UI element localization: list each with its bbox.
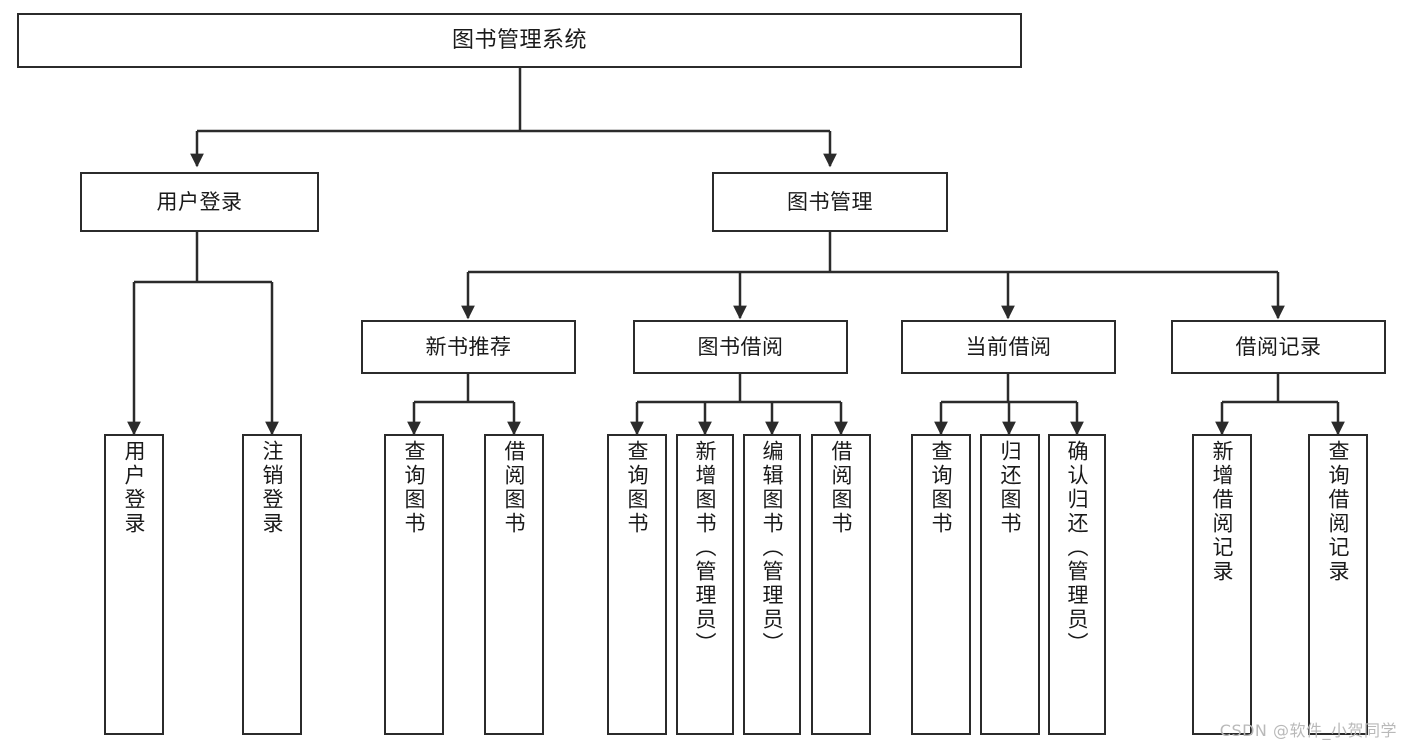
node-leaf-logout-label: 注销登录 <box>260 440 285 536</box>
node-book-manage-label: 图书管理 <box>787 189 873 214</box>
node-leaf-borrow-book-2[interactable]: 借阅图书 <box>811 434 871 735</box>
node-leaf-borrow-book-2-label: 借阅图书 <box>829 440 854 536</box>
node-leaf-user-login-label: 用户登录 <box>122 440 147 536</box>
node-leaf-return-book-label: 归还图书 <box>998 440 1023 536</box>
node-leaf-query-book-1-label: 查询图书 <box>402 440 427 536</box>
node-book-manage[interactable]: 图书管理 <box>712 172 948 232</box>
node-user-login[interactable]: 用户登录 <box>80 172 319 232</box>
node-leaf-query-book-3[interactable]: 查询图书 <box>911 434 971 735</box>
node-leaf-confirm-return-label: 确认归还（管理员） <box>1065 440 1090 656</box>
node-current-borrow[interactable]: 当前借阅 <box>901 320 1116 374</box>
node-leaf-user-login[interactable]: 用户登录 <box>104 434 164 735</box>
node-leaf-query-book-1[interactable]: 查询图书 <box>384 434 444 735</box>
node-leaf-borrow-book-1[interactable]: 借阅图书 <box>484 434 544 735</box>
node-leaf-edit-book-label: 编辑图书（管理员） <box>760 440 785 656</box>
node-leaf-query-book-3-label: 查询图书 <box>929 440 954 536</box>
node-new-book-rec-label: 新书推荐 <box>425 334 512 359</box>
node-leaf-query-record[interactable]: 查询借阅记录 <box>1308 434 1368 735</box>
node-leaf-query-record-label: 查询借阅记录 <box>1326 440 1351 584</box>
node-leaf-add-book-label: 新增图书（管理员） <box>693 440 718 656</box>
node-root[interactable]: 图书管理系统 <box>17 13 1022 68</box>
node-leaf-add-book[interactable]: 新增图书（管理员） <box>676 434 734 735</box>
node-leaf-confirm-return[interactable]: 确认归还（管理员） <box>1048 434 1106 735</box>
node-book-borrow-label: 图书借阅 <box>697 334 784 359</box>
node-leaf-borrow-book-1-label: 借阅图书 <box>502 440 527 536</box>
node-leaf-query-book-2[interactable]: 查询图书 <box>607 434 667 735</box>
node-book-borrow[interactable]: 图书借阅 <box>633 320 848 374</box>
node-root-label: 图书管理系统 <box>451 27 587 53</box>
node-leaf-query-book-2-label: 查询图书 <box>625 440 650 536</box>
node-leaf-return-book[interactable]: 归还图书 <box>980 434 1040 735</box>
node-leaf-edit-book[interactable]: 编辑图书（管理员） <box>743 434 801 735</box>
node-user-login-label: 用户登录 <box>156 189 243 214</box>
node-new-book-rec[interactable]: 新书推荐 <box>361 320 576 374</box>
csdn-watermark: CSDN @软件_小贺同学 <box>1219 721 1397 740</box>
node-borrow-record-label: 借阅记录 <box>1235 334 1322 359</box>
node-leaf-add-record-label: 新增借阅记录 <box>1210 440 1235 584</box>
node-current-borrow-label: 当前借阅 <box>965 334 1052 359</box>
node-borrow-record[interactable]: 借阅记录 <box>1171 320 1386 374</box>
node-leaf-add-record[interactable]: 新增借阅记录 <box>1192 434 1252 735</box>
node-leaf-logout[interactable]: 注销登录 <box>242 434 302 735</box>
